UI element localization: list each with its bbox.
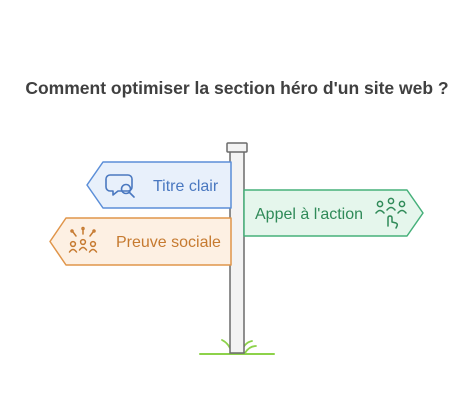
group-icon bbox=[375, 197, 407, 229]
sign-titre-clair: Titre clair bbox=[86, 161, 232, 209]
sign-preuve-sociale-label: Preuve sociale bbox=[116, 234, 221, 251]
crowd-icon bbox=[68, 226, 98, 253]
chat-search-icon bbox=[105, 174, 135, 198]
page-title: Comment optimiser la section héro d'un s… bbox=[25, 78, 449, 98]
sign-appel-action-label: Appel à l'action bbox=[255, 206, 363, 223]
sign-appel-action: Appel à l'action bbox=[243, 189, 424, 237]
sign-titre-clair-label: Titre clair bbox=[153, 178, 219, 195]
sign-preuve-sociale: Preuve sociale bbox=[49, 217, 232, 266]
